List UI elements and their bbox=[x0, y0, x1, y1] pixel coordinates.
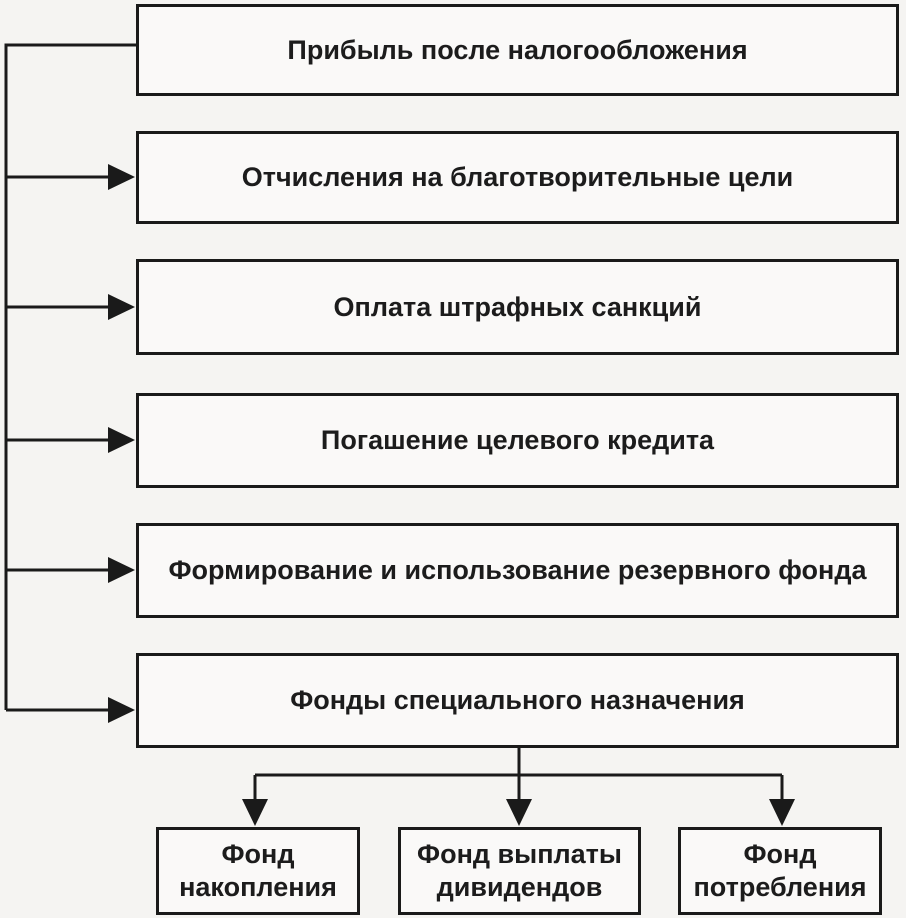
box-dividend-payment-fund-label: Фонд выплаты дивидендов bbox=[417, 839, 622, 902]
box-profit-after-tax-label: Прибыль после налогообложения bbox=[287, 34, 748, 65]
box-loan-repayment: Погашение целевого кредита bbox=[136, 393, 899, 488]
box-dividend-payment-fund: Фонд выплаты дивидендов bbox=[398, 827, 641, 915]
arrowhead-into-fund-2 bbox=[506, 799, 532, 826]
box-accumulation-fund-label: Фонд накопления bbox=[179, 839, 337, 902]
box-penalty-payments: Оплата штрафных санкций bbox=[136, 259, 899, 355]
box-charity-deductions: Отчисления на благотворительные цели bbox=[136, 131, 899, 224]
arrowhead-into-fund-3 bbox=[769, 799, 795, 826]
arrowhead-into-branch-2 bbox=[108, 294, 135, 320]
box-charity-deductions-label: Отчисления на благотворительные цели bbox=[241, 162, 794, 192]
box-consumption-fund: Фонд потребления bbox=[678, 827, 882, 915]
box-reserve-fund-label: Формирование и использование резервного … bbox=[168, 555, 867, 585]
arrowhead-into-branch-4 bbox=[108, 557, 135, 583]
box-reserve-fund: Формирование и использование резервного … bbox=[136, 523, 899, 618]
arrowhead-into-branch-5 bbox=[108, 697, 135, 723]
arrowhead-into-fund-1 bbox=[242, 799, 268, 826]
box-profit-after-tax: Прибыль после налогообложения bbox=[136, 4, 899, 96]
box-penalty-payments-label: Оплата штрафных санкций bbox=[333, 291, 702, 322]
box-special-purpose-funds-label: Фонды специального назначения bbox=[290, 685, 745, 715]
arrowhead-into-branch-1 bbox=[108, 164, 135, 190]
box-accumulation-fund: Фонд накопления bbox=[156, 827, 360, 915]
box-loan-repayment-label: Погашение целевого кредита bbox=[320, 425, 715, 455]
arrowhead-into-branch-3 bbox=[108, 427, 135, 453]
box-consumption-fund-label: Фонд потребления bbox=[693, 839, 867, 902]
box-special-purpose-funds: Фонды специального назначения bbox=[136, 653, 899, 748]
left-rail-line bbox=[4, 43, 136, 710]
